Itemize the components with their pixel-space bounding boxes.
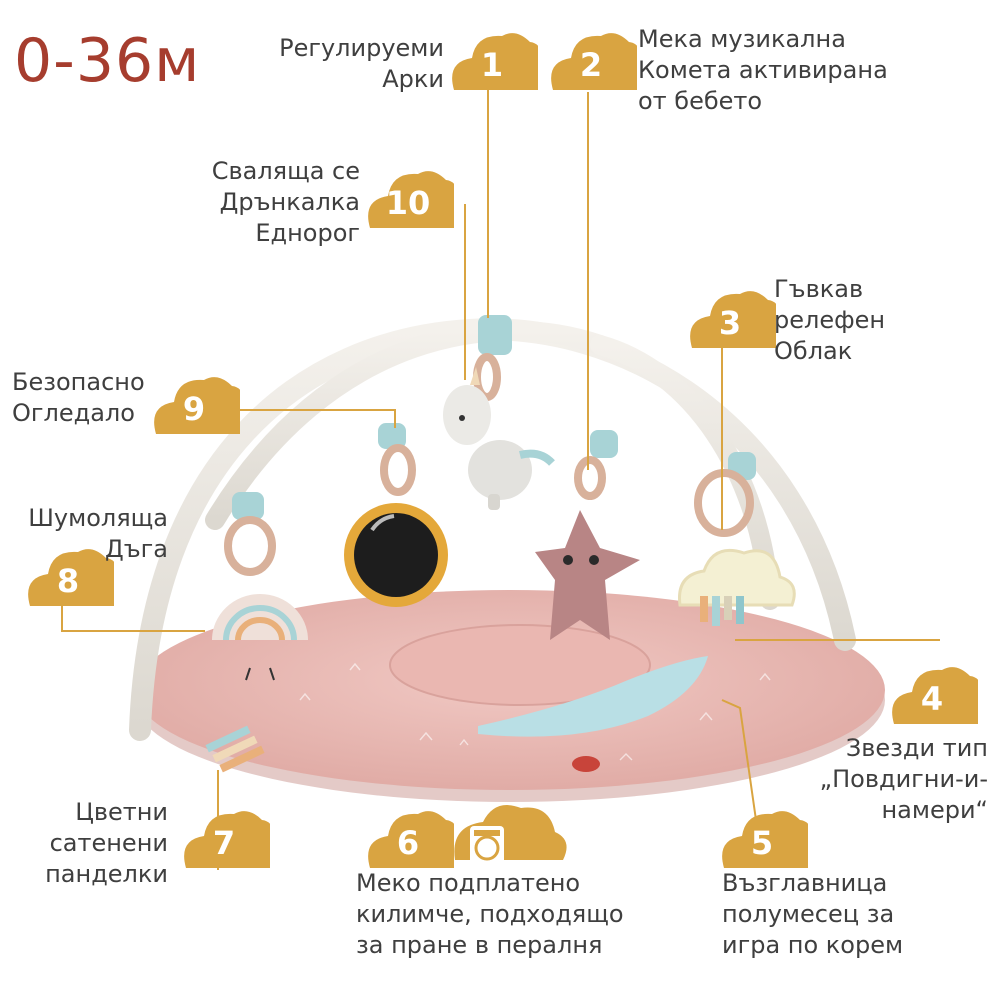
cloud-icon bbox=[551, 33, 637, 90]
feature-label-6: Меко подплатено килимче, подходящо за пр… bbox=[356, 869, 624, 959]
cloud-icon bbox=[368, 811, 454, 868]
washing-machine-icon bbox=[454, 805, 567, 866]
cloud-icon bbox=[892, 667, 978, 724]
cloud-icon bbox=[368, 171, 454, 228]
age-range: 0-36м bbox=[14, 26, 201, 96]
feature-label-3: Гъвкав релефен Облак bbox=[774, 275, 886, 365]
feature-badge-6: 6 bbox=[362, 810, 454, 872]
cloud-icon bbox=[452, 33, 538, 90]
feature-badge-2: 2 bbox=[545, 32, 637, 94]
musical-comet bbox=[535, 510, 640, 640]
safety-mirror bbox=[344, 503, 448, 607]
satin-ribbons bbox=[205, 725, 265, 773]
feature-badge-5: 5 bbox=[716, 810, 808, 872]
crescent-pillow bbox=[478, 656, 708, 737]
feature-badge-1: 1 bbox=[446, 32, 538, 94]
feature-badge-8: 8 bbox=[22, 548, 114, 610]
cloud-icon bbox=[28, 549, 114, 606]
feature-badge-10: 10 bbox=[362, 170, 454, 232]
feature-label-9: Безопасно Огледало bbox=[12, 368, 145, 427]
unicorn-rattle bbox=[443, 367, 555, 510]
cloud-icon bbox=[690, 291, 776, 348]
feature-badge-7: 7 bbox=[178, 810, 270, 872]
teething-rings bbox=[224, 353, 754, 576]
cloud-icon bbox=[722, 811, 808, 868]
feature-label-7: Цветни сатенени панделки bbox=[45, 798, 168, 888]
feature-label-1: Регулируеми Арки bbox=[279, 34, 444, 93]
feature-label-8: Шумоляща Дъга bbox=[28, 504, 168, 563]
feature-badge-9: 9 bbox=[148, 376, 240, 438]
feature-badge-3: 3 bbox=[684, 290, 776, 352]
cloud-icon bbox=[154, 377, 240, 434]
feature-badge-4: 4 bbox=[886, 666, 978, 728]
cloud-icon bbox=[184, 811, 270, 868]
leader-lines bbox=[61, 90, 940, 870]
feature-label-4: Звезди тип „Повдигни-и- намери“ bbox=[819, 734, 988, 824]
feature-label-5: Възглавница полумесец за игра по корем bbox=[722, 869, 904, 959]
feature-label-10: Сваляща се Дрънкалка Еднорог bbox=[211, 157, 360, 247]
crinkle-cloud bbox=[678, 548, 796, 626]
arches bbox=[129, 315, 856, 741]
rainbow-toy bbox=[212, 594, 308, 681]
play-mat bbox=[135, 590, 885, 802]
feature-label-2: Мека музикална Комета активирана от бебе… bbox=[638, 25, 888, 115]
